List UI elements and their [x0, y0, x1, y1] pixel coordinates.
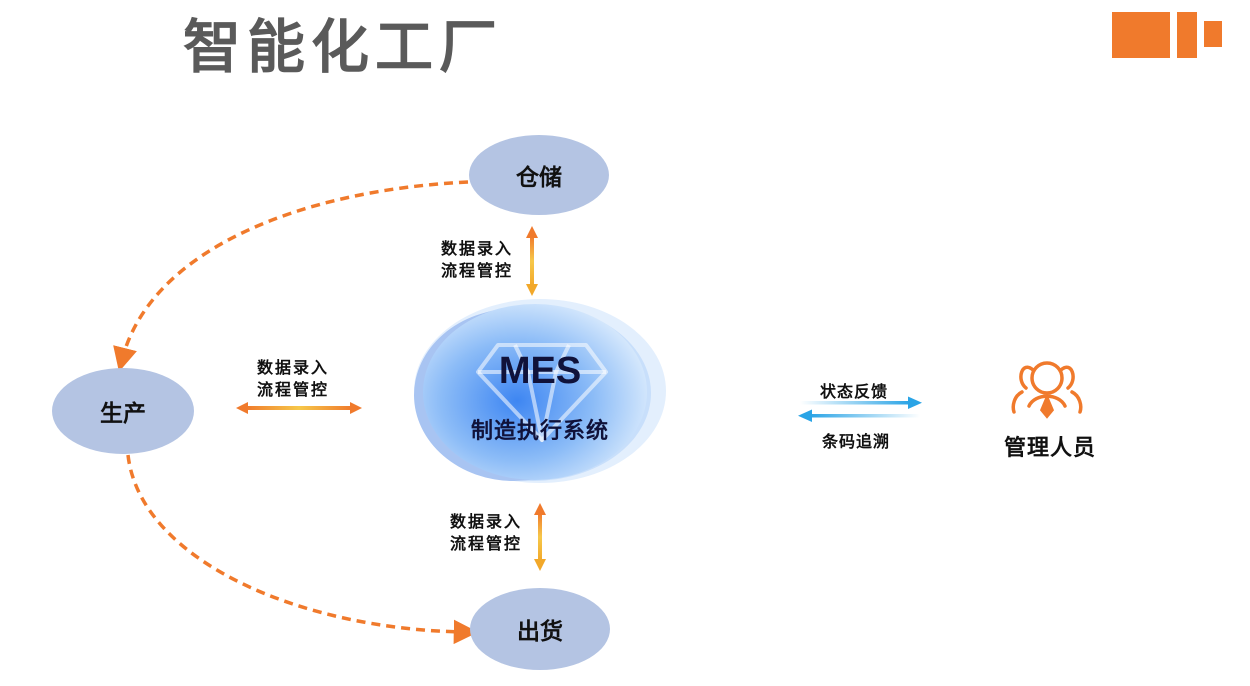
arrow-status-feedback [800, 396, 922, 409]
status-feedback-label: 状态反馈 [820, 382, 889, 401]
logo-block-bar [1177, 12, 1197, 58]
connector-top-line2: 流程管控 [441, 261, 514, 280]
arrow-warehouse-mes [526, 226, 538, 296]
page-title: 智能化工厂 [183, 13, 504, 81]
diamond-icon [476, 343, 608, 442]
connector-bottom-line1: 数据录入 [450, 512, 523, 531]
barcode-trace-label: 条码追溯 [822, 432, 891, 451]
connector-left-line2: 流程管控 [257, 380, 330, 399]
mes-subtitle: 制造执行系统 [470, 419, 609, 444]
arrow-production-mes [236, 402, 362, 414]
mes-title: MES [498, 350, 582, 392]
brand-logo [1112, 12, 1224, 58]
node-warehouse: 仓储 [469, 135, 609, 215]
logo-block-small [1204, 21, 1222, 47]
connector-bottom-line2: 流程管控 [450, 534, 523, 553]
node-shipping: 出货 [470, 588, 610, 670]
arrow-barcode-trace [798, 409, 920, 422]
connector-top-line1: 数据录入 [441, 239, 514, 258]
flow-warehouse-to-production [113, 180, 469, 372]
node-production: 生产 [52, 368, 194, 454]
staff-label: 管理人员 [1003, 436, 1096, 461]
connector-left-line1: 数据录入 [257, 358, 330, 377]
people-group-icon [1011, 361, 1083, 419]
connector-label-left: 数据录入 流程管控 [257, 357, 329, 401]
connector-label-bottom: 数据录入 流程管控 [450, 511, 522, 555]
connector-label-top: 数据录入 流程管控 [441, 238, 513, 282]
logo-block-large [1112, 12, 1170, 58]
flow-production-to-shipping [126, 454, 479, 645]
arrow-mes-shipping [534, 503, 546, 571]
mes-core [423, 304, 647, 480]
